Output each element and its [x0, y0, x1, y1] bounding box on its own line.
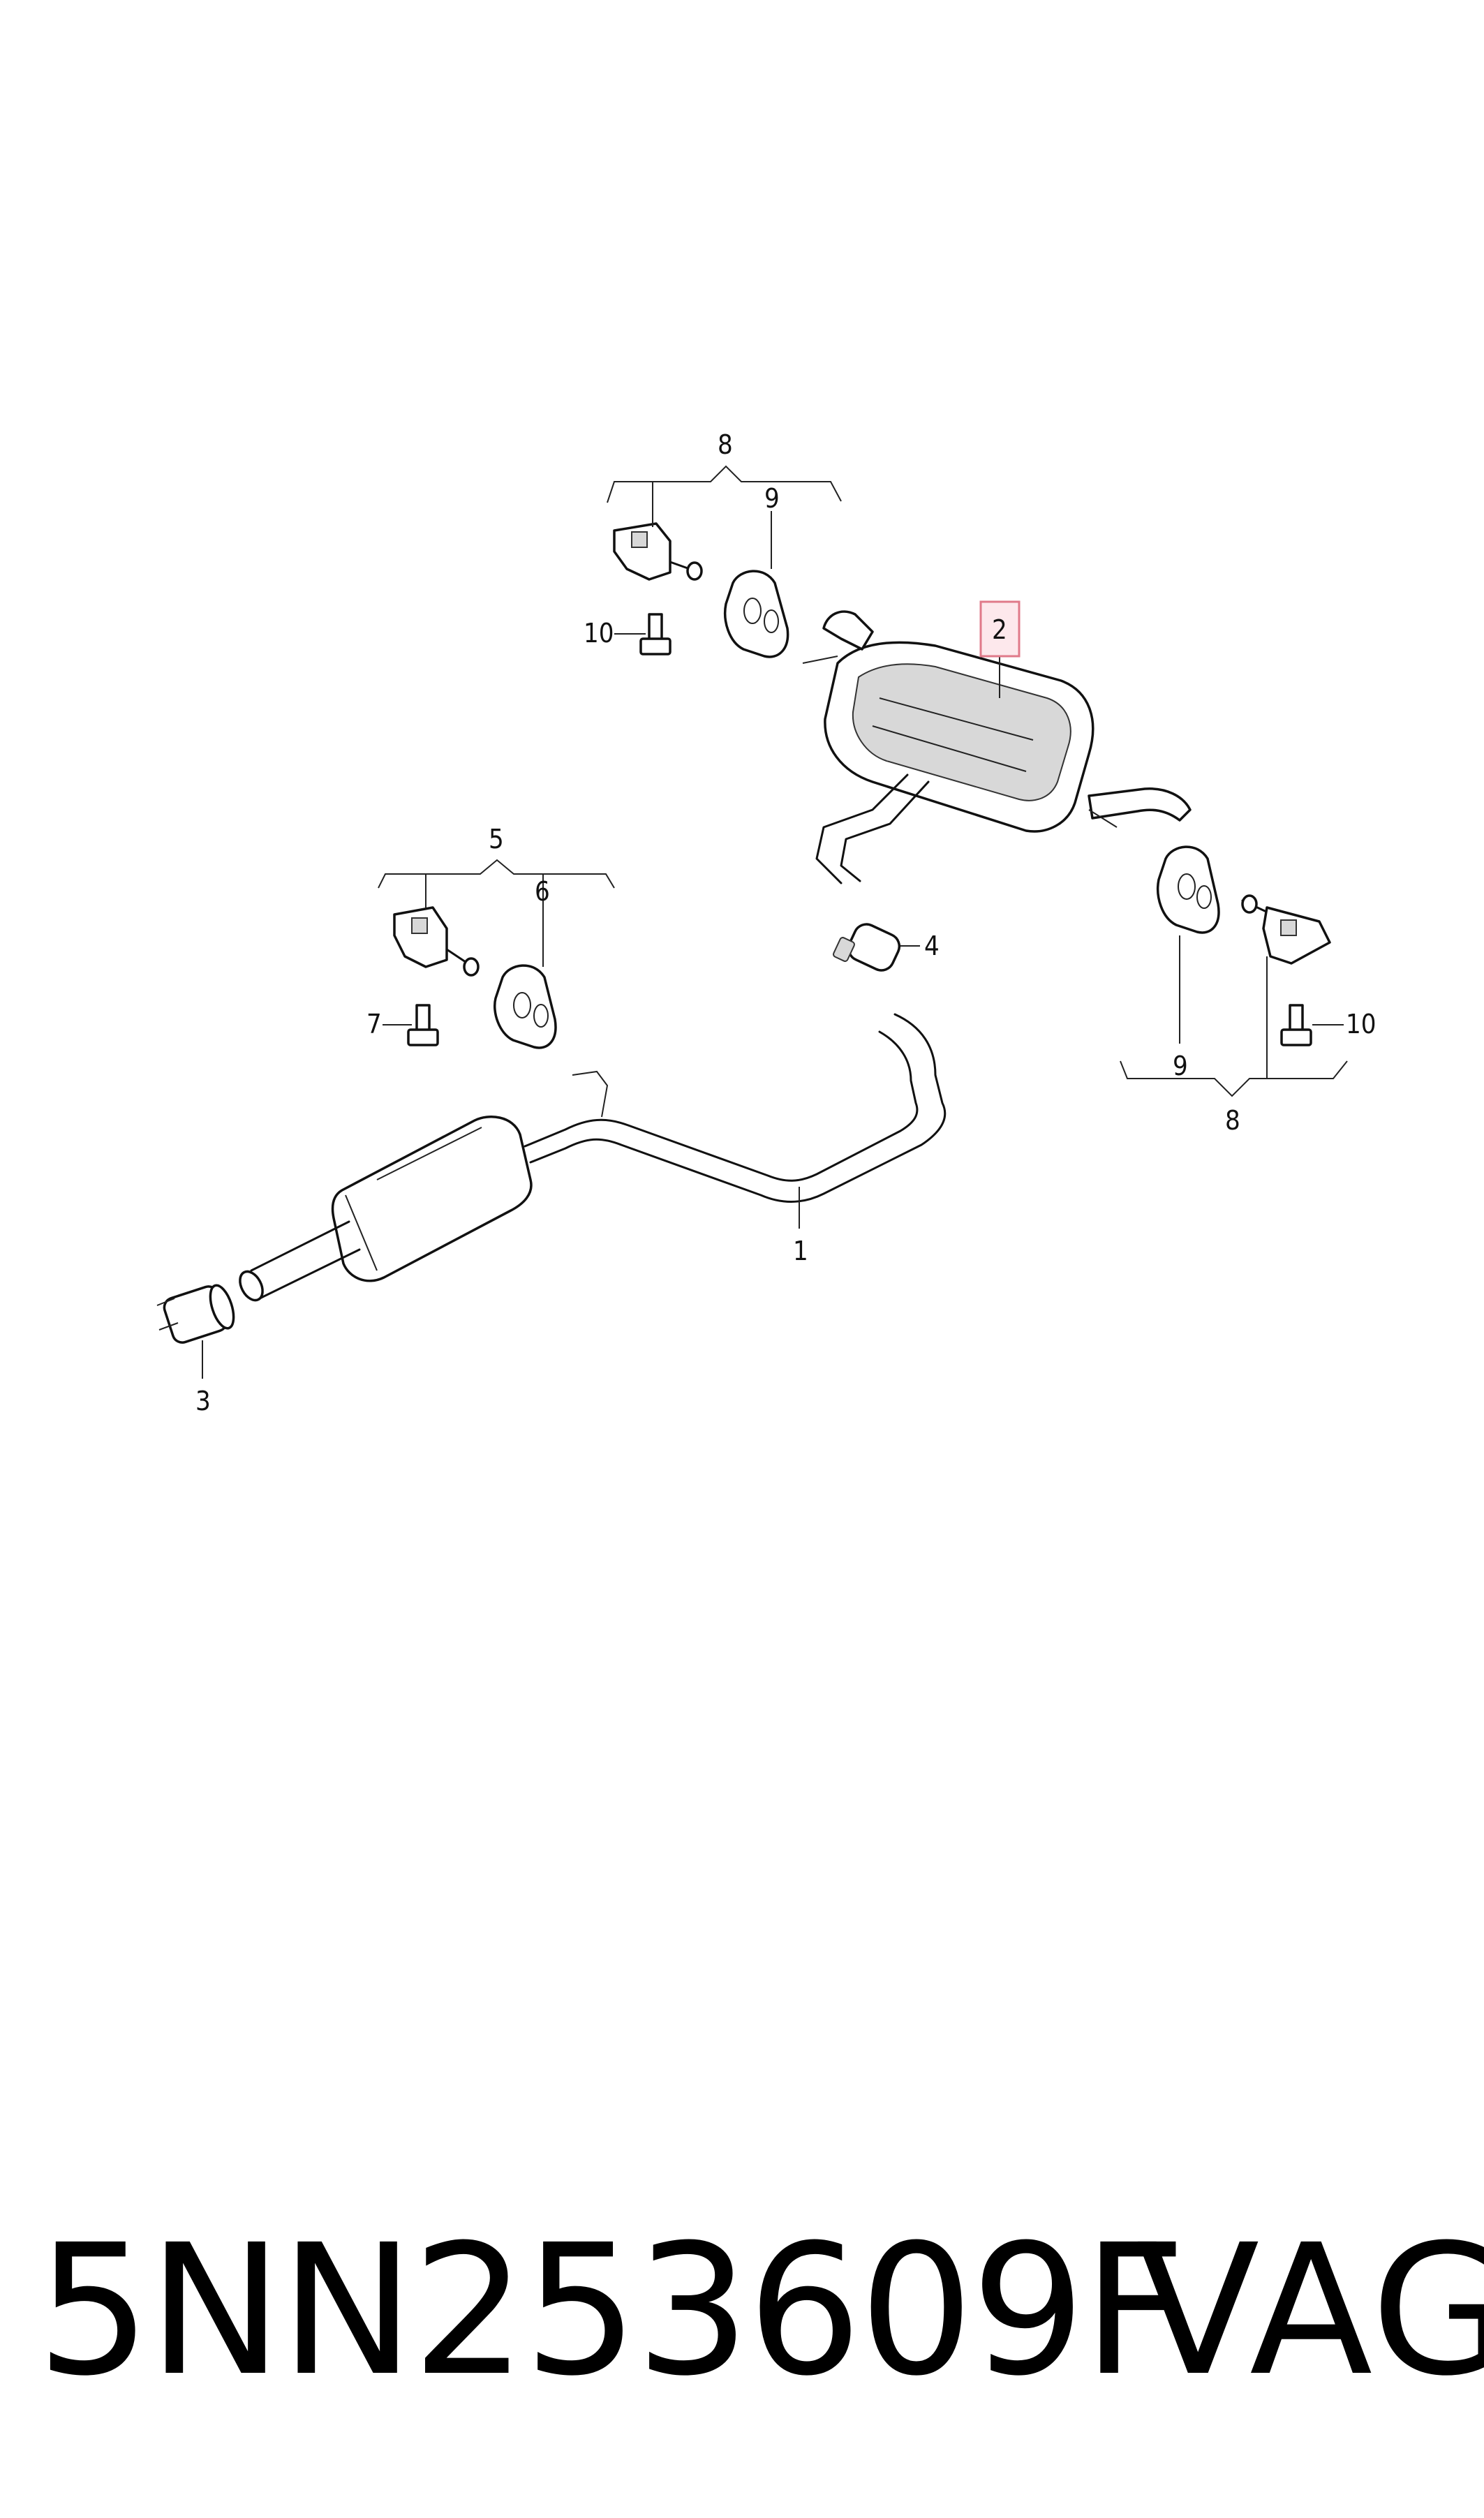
front-exhaust-pipe-part-1 [239, 1013, 947, 1302]
callout-6: 6 [535, 876, 550, 907]
front-mount-bracket-part-5 [393, 906, 480, 977]
callout-5: 5 [489, 824, 504, 854]
callout-7: 7 [366, 1009, 382, 1039]
callout-3: 3 [195, 1386, 211, 1416]
top-bolt-part-10 [639, 613, 671, 656]
callout-1: 1 [793, 1236, 808, 1266]
rear-silencer-part-2 [802, 610, 1192, 884]
part-number: 5NN253609F [36, 2206, 1186, 2415]
right-bolt-part-10 [1280, 1004, 1312, 1046]
right-mount-bracket-part-8 [1241, 894, 1331, 965]
right-rubber-mount-part-9 [1157, 845, 1220, 934]
callout-4: 4 [924, 931, 940, 961]
callout-2: 2 [992, 614, 1007, 645]
callout-10-left: 10 [584, 618, 614, 649]
footer: 5NN253609F VAG [0, 2192, 1484, 2429]
clamp-part-3 [156, 1284, 235, 1344]
leader-lines [202, 465, 1348, 1379]
brand-label: VAG [1136, 2206, 1484, 2415]
callout-8-top: 8 [718, 429, 733, 460]
front-bolt-part-7 [407, 1004, 439, 1046]
top-mount-bracket-part-8 [613, 522, 703, 581]
top-rubber-mount-part-9 [724, 570, 789, 658]
callout-9-bottom: 9 [1173, 1051, 1188, 1081]
callout-8-bottom: 8 [1225, 1105, 1240, 1136]
callout-9-top: 9 [764, 483, 780, 514]
callout-10-right: 10 [1346, 1009, 1377, 1039]
clamp-sleeve-part-4 [833, 923, 901, 972]
callout-2-highlight-box [979, 600, 1021, 658]
exhaust-system-diagram: 1 2 3 4 5 6 7 8 9 10 9 8 10 [156, 429, 1377, 1416]
front-rubber-mount-part-6 [494, 964, 557, 1049]
